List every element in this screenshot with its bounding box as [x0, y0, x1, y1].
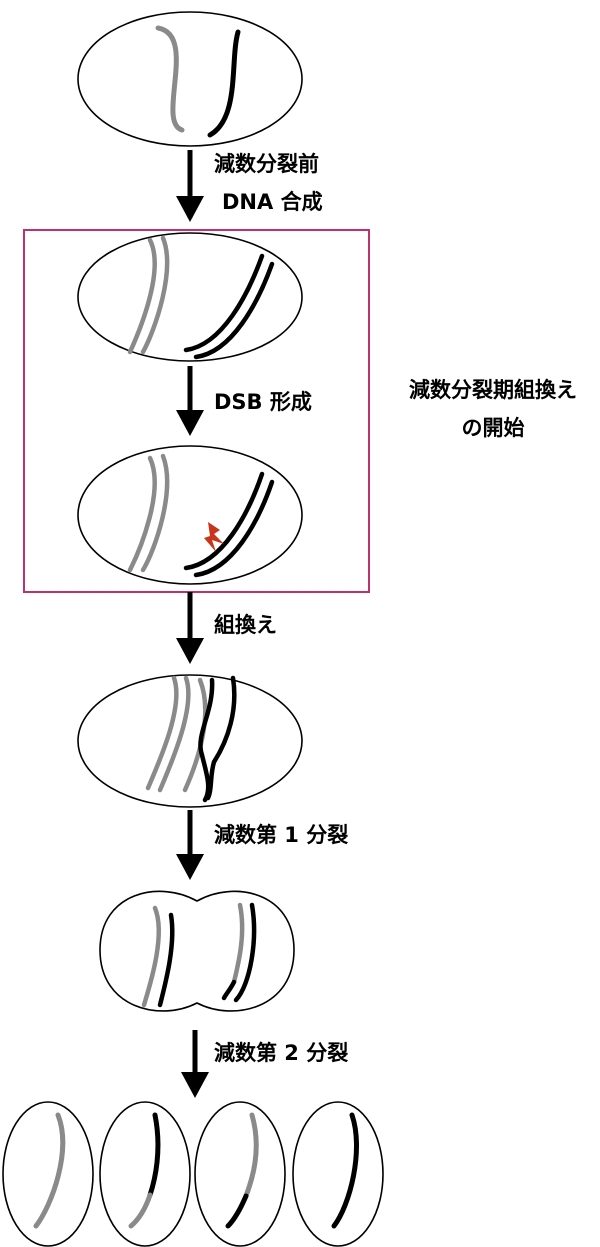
cell-outline: [194, 1101, 286, 1247]
cell-outline: [77, 445, 303, 585]
chromatid-gray-1: [145, 675, 179, 791]
sister-chromatid-black-1: [183, 471, 265, 571]
cell-outline: [99, 890, 295, 1012]
cell-outline: [2, 1101, 94, 1247]
sister-chromatid-black-2: [193, 261, 275, 360]
cell-outline: [99, 1101, 191, 1247]
sister-chromatid-gray-1: [127, 455, 157, 573]
chromatid-crossover-black: [198, 677, 215, 803]
chromatid-gray-black-tail: [221, 979, 237, 1001]
chromosome-black: [147, 1112, 161, 1198]
daughter-cell-2: [99, 1101, 191, 1247]
highlight-label-line2: の開始: [461, 416, 525, 440]
chromatid-gray-black: [231, 902, 245, 985]
highlight-box: [23, 229, 370, 593]
chromosome-gray: [155, 25, 185, 133]
chromosome-gray: [33, 1112, 66, 1229]
cell-meiosis-1: [99, 890, 295, 1012]
sister-chromatid-black-2: [193, 479, 275, 578]
step-label-premeiotic-line2: DNA 合成: [222, 190, 323, 214]
sister-chromatid-gray-2: [140, 235, 170, 355]
cell-outline: [292, 1101, 384, 1247]
chromatid-black: [157, 912, 175, 1008]
sister-chromatid-gray-1: [127, 237, 157, 355]
chromosome-gray-tail: [128, 1192, 153, 1229]
chromosome-black: [331, 1112, 360, 1229]
cell-outline: [77, 232, 303, 362]
chromosome-black: [207, 29, 241, 138]
cell-before-replication: [77, 11, 303, 147]
cell-recombination: [77, 674, 303, 808]
sister-chromatid-black-1: [183, 253, 265, 353]
chromosome-black-tail: [225, 1193, 249, 1229]
step-label-meiosis-1: 減数第 1 分裂: [214, 823, 349, 847]
chromatid-black-2: [233, 902, 257, 1003]
step-label-dsb: DSB 形成: [214, 390, 312, 414]
dsb-lightning-icon: [204, 522, 224, 552]
cell-dsb: [77, 445, 303, 585]
cell-outline: [77, 11, 303, 147]
daughter-cell-3: [194, 1101, 286, 1247]
chromosome-gray: [243, 1112, 259, 1199]
cell-after-replication: [77, 232, 303, 362]
chromatid-black-2: [205, 675, 237, 801]
highlight-label-line1: 減数分裂期組換え: [409, 378, 577, 402]
chromatid-gray-2: [157, 675, 191, 793]
cell-outline: [77, 674, 303, 808]
step-label-premeiotic-line1: 減数分裂前: [214, 152, 319, 176]
daughter-cell-4: [292, 1101, 384, 1247]
sister-chromatid-gray-2: [140, 453, 170, 573]
step-label-meiosis-2: 減数第 2 分裂: [214, 1041, 349, 1065]
daughter-cell-1: [2, 1101, 94, 1247]
step-label-recombination: 組換え: [214, 613, 277, 637]
chromatid-gray: [141, 905, 161, 1008]
